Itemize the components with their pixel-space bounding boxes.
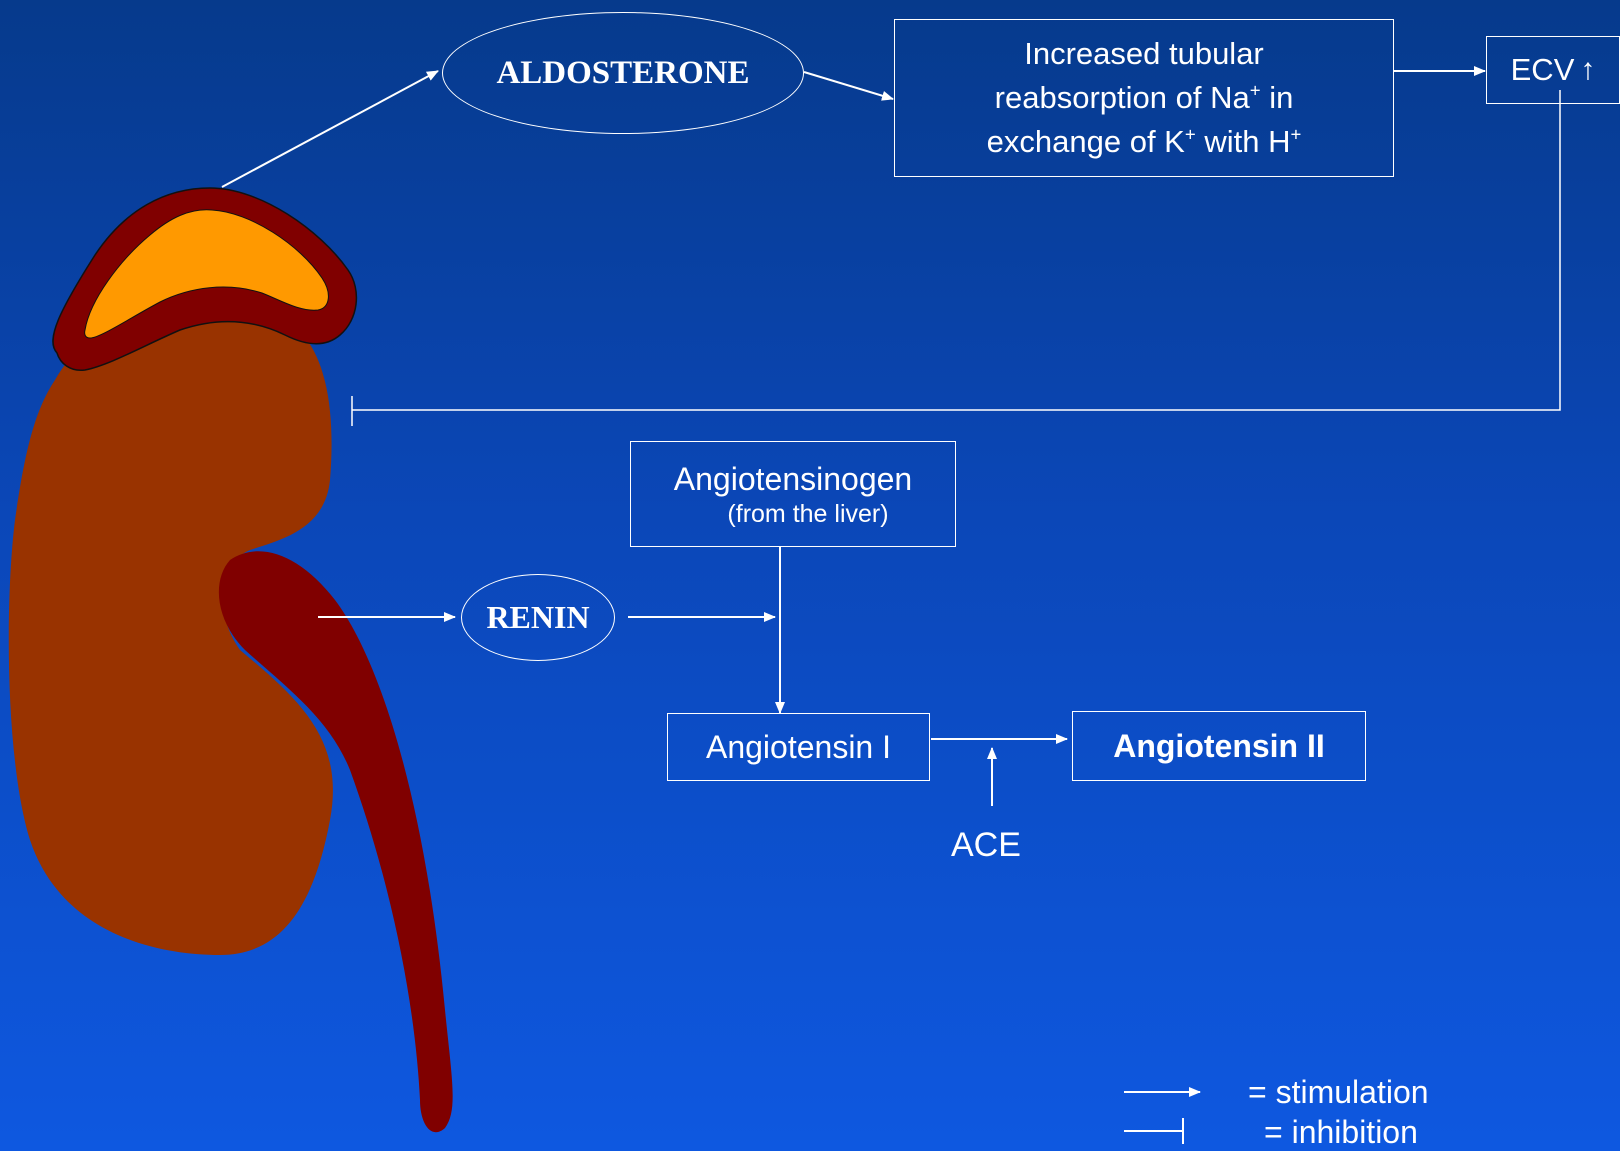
angiotensinogen-label: Angiotensinogen (674, 459, 912, 499)
angiotensinogen-box: Angiotensinogen (from the liver) (630, 441, 956, 547)
reabsorption-line-1: Increased tubular (1024, 32, 1264, 76)
reabsorption-line-2: reabsorption of Na+ in (995, 76, 1294, 120)
angiotensin-2-box: Angiotensin II (1072, 711, 1366, 781)
renin-label: RENIN (486, 599, 589, 636)
angiotensin-1-label: Angiotensin I (706, 729, 891, 766)
ecv-label: ECV (1511, 52, 1575, 88)
ecv-box: ECV ↑ (1486, 36, 1620, 104)
aldosterone-label: ALDOSTERONE (496, 55, 749, 92)
reabsorption-box: Increased tubular reabsorption of Na+ in… (894, 19, 1394, 177)
arrow-adrenal-to-aldosterone (222, 71, 438, 187)
arrow-up-icon: ↑ (1580, 53, 1595, 87)
angiotensin-1-box: Angiotensin I (667, 713, 930, 781)
legend-stimulation-label: = stimulation (1248, 1074, 1429, 1111)
aldosterone-node: ALDOSTERONE (442, 12, 804, 134)
reabsorption-line-3: exchange of K+ with H+ (987, 120, 1302, 164)
renin-node: RENIN (461, 574, 615, 661)
arrow-aldosterone-to-reabsorption (804, 72, 893, 99)
ace-label: ACE (951, 826, 1021, 865)
angiotensinogen-source: (from the liver) (727, 499, 888, 529)
legend-inhibition-label: = inhibition (1264, 1114, 1418, 1151)
angiotensin-2-label: Angiotensin II (1113, 728, 1325, 765)
